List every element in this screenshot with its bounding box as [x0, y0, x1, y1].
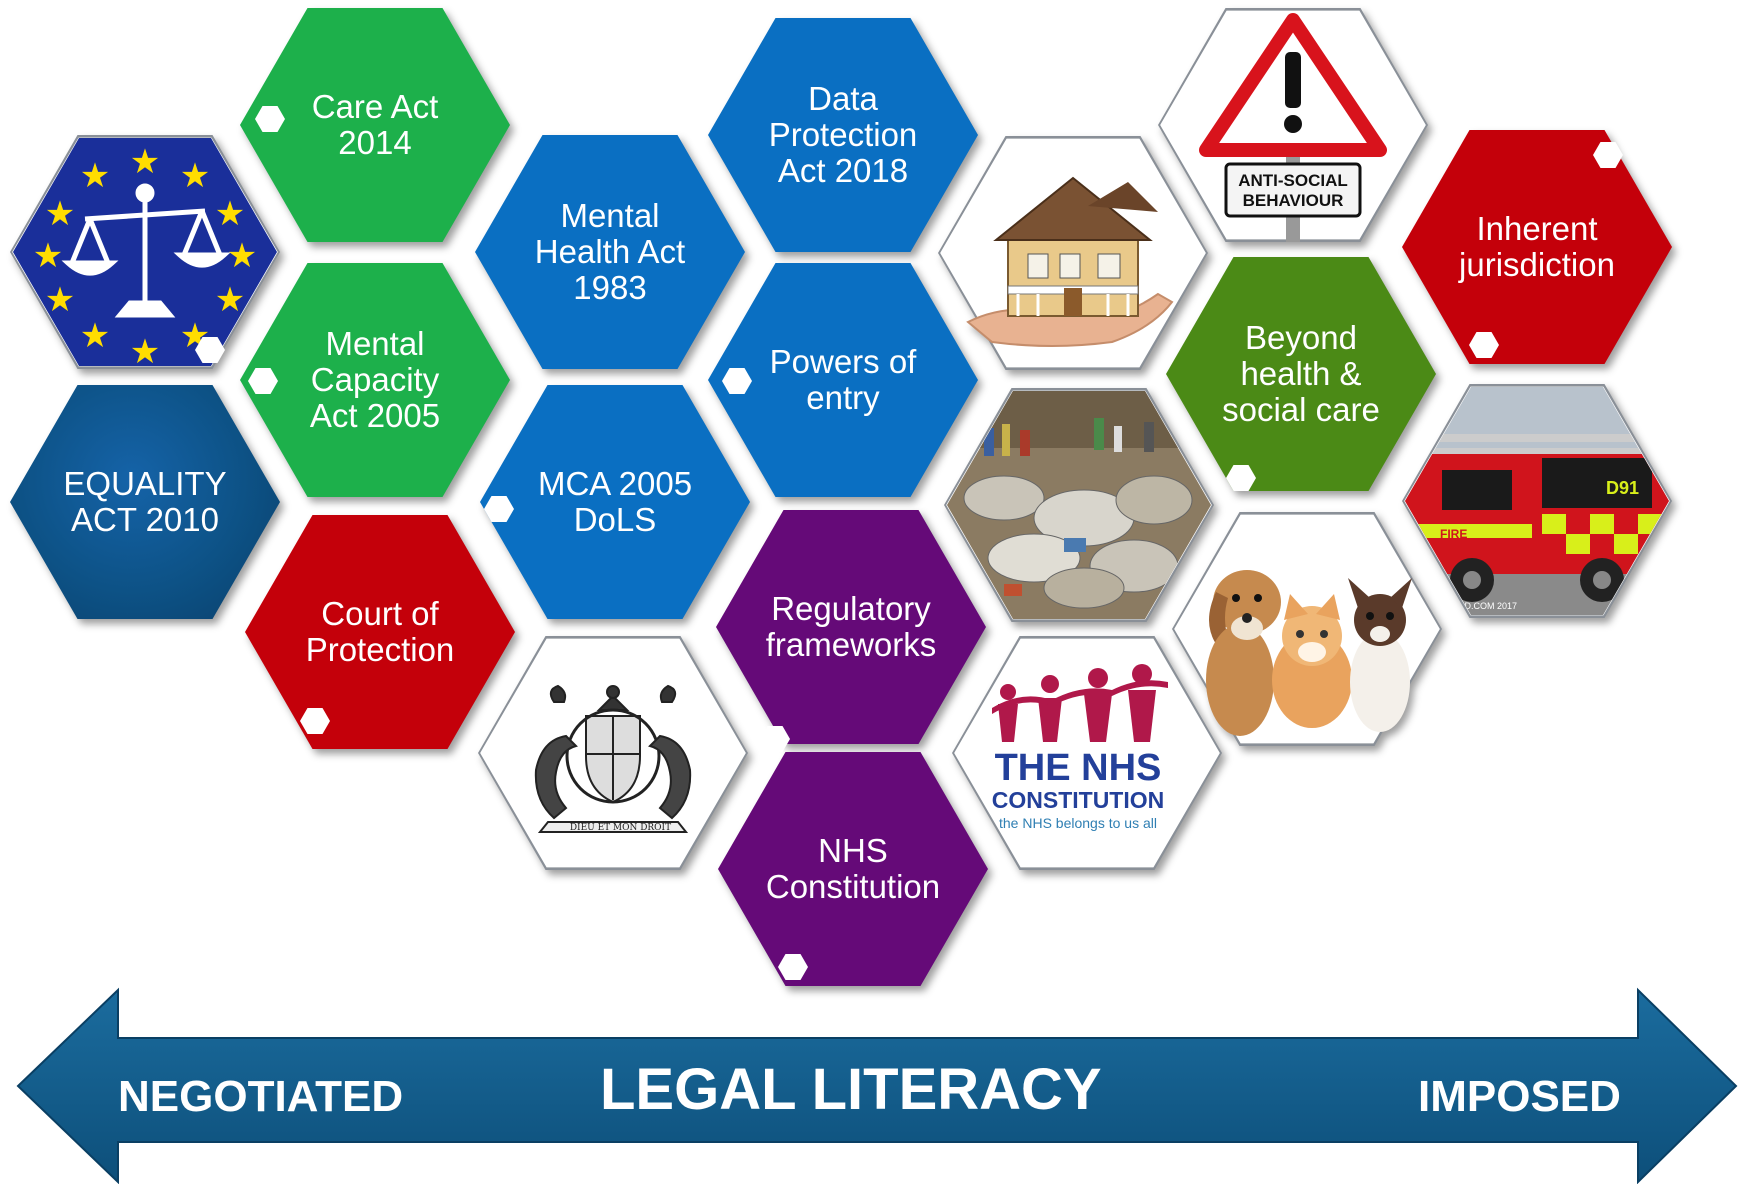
hex-care-act-label: Care Act 2014	[311, 88, 439, 161]
pets-image-hex	[1172, 512, 1442, 746]
hex-care-act: Care Act 2014	[240, 8, 510, 242]
royal-crest-image-hex: DIEU ET MON DROIT	[478, 636, 748, 870]
crest-motto-left: DIEU ET	[570, 823, 610, 833]
svg-text:★: ★	[80, 157, 110, 195]
cat-icon	[1272, 594, 1352, 728]
sign-text-line1: ANTI-SOCIAL	[1238, 171, 1348, 190]
hex-regulatory-frameworks-label: Regulatory frameworks	[765, 590, 937, 663]
truck-fire-text: FIRE	[1440, 527, 1467, 541]
hex-powers-of-entry-label: Powers of entry	[769, 343, 917, 416]
hex-marker	[1226, 465, 1256, 491]
hex-mca-dols: MCA 2005 DoLS	[480, 385, 750, 619]
nhs-constitution-logo: THE NHS CONSTITUTION the NHS belongs to …	[952, 636, 1222, 870]
svg-text:★: ★	[130, 333, 160, 369]
fire-engine-image-hex: FIRE D91 AND.COM 2017	[1402, 384, 1672, 618]
arrow-label-legal-literacy: LEGAL LITERACY	[600, 1057, 1102, 1122]
svg-text:★: ★	[33, 237, 63, 275]
hex-inherent-jurisdiction-label: Inherent jurisdiction	[1459, 210, 1615, 283]
svg-text:★: ★	[215, 281, 245, 319]
royal-coat-of-arms-image: DIEU ET MON DROIT	[478, 636, 748, 870]
hex-marker	[195, 337, 225, 363]
chihuahua-icon	[1348, 578, 1412, 732]
hex-court-of-protection: Court of Protection	[245, 515, 515, 749]
hex-marker	[722, 368, 752, 394]
hex-mental-health-act: Mental Health Act 1983	[475, 135, 745, 369]
dog-icon	[1206, 570, 1281, 736]
hex-marker	[255, 106, 285, 132]
arrow-label-imposed: IMPOSED	[1418, 1072, 1621, 1121]
hex-mental-health-act-label: Mental Health Act 1983	[534, 197, 686, 306]
hex-mental-capacity-act: Mental Capacity Act 2005	[240, 263, 510, 497]
scales-icon	[61, 183, 231, 318]
svg-text:★: ★	[45, 281, 75, 319]
svg-text:★: ★	[215, 195, 245, 233]
svg-text:★: ★	[80, 317, 110, 355]
hex-powers-of-entry: Powers of entry	[708, 263, 978, 497]
house-image-hex	[938, 136, 1208, 370]
truck-code-text: D91	[1606, 478, 1639, 498]
hoarding-image-hex	[944, 388, 1214, 622]
dog-cat-pets-image	[1172, 512, 1442, 746]
legal-literacy-arrow	[0, 980, 1740, 1184]
sign-text-line2: BEHAVIOUR	[1243, 191, 1344, 210]
hex-mental-capacity-act-label: Mental Capacity Act 2005	[309, 325, 441, 434]
svg-text:★: ★	[180, 157, 210, 195]
hex-nhs-constitution-label: NHS Constitution	[765, 832, 941, 905]
fire-engine-image: FIRE D91 AND.COM 2017	[1402, 384, 1672, 618]
hex-beyond-health: Beyond health & social care	[1166, 257, 1436, 491]
nhs-logo-image-hex: THE NHS CONSTITUTION the NHS belongs to …	[952, 636, 1222, 870]
hoarding-clutter-image	[944, 388, 1214, 622]
nhs-logo-subtitle: CONSTITUTION	[992, 787, 1165, 813]
svg-text:★: ★	[45, 195, 75, 233]
hex-regulatory-frameworks: Regulatory frameworks	[716, 510, 986, 744]
hex-care-act-shape	[240, 8, 510, 242]
hex-mca-dols-label: MCA 2005 DoLS	[537, 465, 693, 538]
house-in-hand-image	[938, 136, 1208, 370]
hex-data-protection-act: Data Protection Act 2018	[708, 18, 978, 252]
eu-flag-scales-image: ★ ★ ★ ★ ★ ★ ★ ★ ★ ★ ★ ★	[10, 135, 280, 369]
truck-watermark: AND.COM 2017	[1452, 601, 1517, 611]
svg-text:★: ★	[130, 143, 160, 181]
arrow-label-negotiated: NEGOTIATED	[118, 1072, 404, 1121]
antisocial-behaviour-sign: ANTI-SOCIAL BEHAVIOUR	[1158, 8, 1428, 242]
hex-inherent-jurisdiction: Inherent jurisdiction	[1402, 130, 1672, 364]
eu-justice-image-hex: ★ ★ ★ ★ ★ ★ ★ ★ ★ ★ ★ ★	[10, 135, 280, 369]
hex-equality-act-label: EQUALITY ACT 2010	[63, 465, 227, 538]
antisocial-sign-image-hex: ANTI-SOCIAL BEHAVIOUR	[1158, 8, 1428, 242]
svg-text:★: ★	[227, 237, 257, 275]
people-icon	[992, 664, 1168, 742]
nhs-logo-tagline: the NHS belongs to us all	[999, 815, 1157, 831]
crest-motto-right: MON DROIT	[613, 823, 671, 833]
nhs-logo-title: THE NHS	[995, 747, 1162, 789]
hex-equality-act: EQUALITY ACT 2010	[10, 385, 280, 619]
hex-data-protection-act-label: Data Protection Act 2018	[768, 80, 918, 189]
hex-beyond-health-label: Beyond health & social care	[1222, 319, 1380, 428]
star-icon: ★ ★ ★ ★ ★ ★ ★ ★ ★ ★ ★ ★	[33, 143, 257, 369]
hex-marker	[248, 368, 278, 394]
exclamation-icon	[1285, 52, 1301, 108]
hex-court-of-protection-label: Court of Protection	[305, 595, 455, 668]
hex-marker	[1469, 332, 1499, 358]
hex-nhs-constitution: NHS Constitution	[718, 752, 988, 986]
